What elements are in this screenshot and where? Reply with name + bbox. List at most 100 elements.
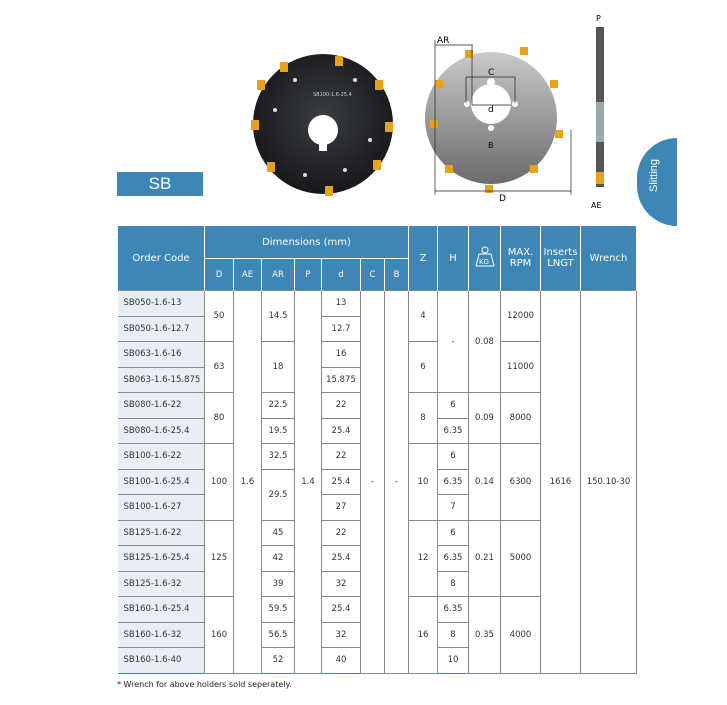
table-row: SB080-1.6-25.4 19.5 25.4 6.35 (117, 417, 637, 444)
cell-d: 32 (321, 570, 361, 597)
table-row: SB100-1.6-27 27 7 (117, 494, 637, 521)
cell-d: 80 (204, 392, 234, 444)
cell-ar: 14.5 (261, 290, 295, 342)
engraving-text: SB100-1.6-25.4 (313, 92, 352, 98)
cell-code: SB050-1.6-13 (117, 290, 205, 317)
cell-inserts: 1616 (540, 290, 581, 674)
cell-z: 8 (408, 392, 438, 444)
cell-code: SB080-1.6-25.4 (117, 417, 205, 444)
cell-d: 25.4 (321, 417, 361, 444)
cell-kg: 0.08 (468, 290, 501, 393)
cell-z: 12 (408, 519, 438, 597)
cell-code: SB100-1.6-22 (117, 443, 205, 470)
label-c: C (488, 68, 494, 78)
header-order-code: Order Code (117, 226, 205, 291)
label-b: B (488, 141, 494, 150)
header-AE: AE (233, 258, 262, 291)
insert-icons (251, 56, 393, 196)
header-h: H (437, 226, 469, 291)
slitting-tab[interactable]: Slitting (637, 138, 677, 226)
cell-p: 1.4 (294, 290, 322, 674)
table-row: SB160-1.6-32 56.5 32 8 (117, 621, 637, 648)
cell-rpm: 6300 (500, 443, 541, 521)
cell-d: 50 (204, 290, 234, 342)
cutter-drawing: AR C d B D (425, 36, 572, 204)
cell-h: 6 (437, 392, 469, 419)
label-d: d (488, 105, 494, 115)
cell-code: SB063-1.6-16 (117, 341, 205, 368)
header-z: Z (408, 226, 438, 291)
cell-code: SB160-1.6-40 (117, 647, 205, 674)
footnote: * Wrench for above holders sold seperate… (117, 680, 292, 689)
svg-text:KG: KG (479, 258, 489, 266)
cell-code: SB125-1.6-25.4 (117, 545, 205, 572)
weight-icon: KG (474, 246, 495, 266)
cell-b: - (384, 290, 409, 674)
cell-h: 6.35 (437, 545, 469, 572)
cell-h: 6.35 (437, 596, 469, 623)
cell-z: 10 (408, 443, 438, 521)
cell-h: 8 (437, 570, 469, 597)
header-weight: KG (468, 226, 501, 291)
cell-d: 32 (321, 621, 361, 648)
cell-d: 160 (204, 596, 234, 674)
cell-kg: 0.35 (468, 596, 501, 674)
cell-d: 125 (204, 519, 234, 597)
label-ar: AR (437, 36, 449, 46)
cell-ar: 32.5 (261, 443, 295, 470)
cell-h: 10 (437, 647, 469, 674)
cell-ar: 56.5 (261, 621, 295, 648)
header-B: B (384, 258, 409, 291)
cell-code: SB050-1.6-12.7 (117, 315, 205, 342)
header-max-rpm: MAX.RPM (500, 226, 541, 291)
cell-ar: 29.5 (261, 468, 295, 521)
cell-d: 15.875 (321, 366, 361, 393)
cell-code: SB080-1.6-22 (117, 392, 205, 419)
cell-z: 6 (408, 341, 438, 393)
cell-z: 16 (408, 596, 438, 674)
cell-ar: 42 (261, 545, 295, 572)
cell-h: 6 (437, 519, 469, 546)
cell-kg: 0.14 (468, 443, 501, 521)
cell-c: - (360, 290, 385, 674)
cell-h: 6.35 (437, 468, 469, 495)
cell-h: 8 (437, 621, 469, 648)
header-wrench: Wrench (580, 226, 637, 291)
cell-h: - (437, 290, 469, 393)
cell-ar: 52 (261, 647, 295, 674)
cell-ar: 45 (261, 519, 295, 546)
cell-code: SB100-1.6-25.4 (117, 468, 205, 495)
label-ae: AE (591, 201, 602, 210)
cell-h: 6.35 (437, 417, 469, 444)
cell-code: SB100-1.6-27 (117, 494, 205, 521)
cell-code: SB160-1.6-25.4 (117, 596, 205, 623)
cell-rpm: 5000 (500, 519, 541, 597)
table-row: SB160-1.6-40 52 40 10 (117, 647, 637, 674)
cell-d: 16 (321, 341, 361, 368)
cell-ar: 19.5 (261, 417, 295, 444)
cell-rpm: 11000 (500, 341, 541, 393)
cell-d: 40 (321, 647, 361, 674)
cell-code: SB063-1.6-15.875 (117, 366, 205, 393)
spec-table: Order Code Dimensions (mm) Z H KG MAX.RP… (117, 226, 637, 674)
cell-rpm: 12000 (500, 290, 541, 342)
cell-code: SB125-1.6-32 (117, 570, 205, 597)
cell-code: SB125-1.6-22 (117, 519, 205, 546)
header-C: C (360, 258, 385, 291)
cell-d: 25.4 (321, 468, 361, 495)
side-view: P AE (591, 14, 604, 210)
cell-ar: 22.5 (261, 392, 295, 419)
cell-code: SB160-1.6-32 (117, 621, 205, 648)
cell-h: 7 (437, 494, 469, 521)
cell-d: 63 (204, 341, 234, 393)
cell-d: 27 (321, 494, 361, 521)
header-d: d (321, 258, 361, 291)
